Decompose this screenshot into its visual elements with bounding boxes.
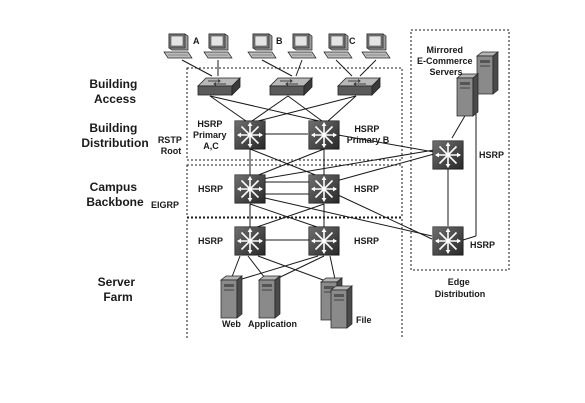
layer-label-campus-backbone: Campus Backbone [86, 180, 144, 209]
server-farm-boundary [186, 217, 403, 338]
network-links [181, 59, 477, 285]
edge-switch-icon [432, 226, 464, 256]
client-label-c: C [349, 36, 356, 46]
server-farm-switch-icon [234, 226, 266, 256]
backbone-switch-icon [234, 174, 266, 204]
server-farm-switch-icon [308, 226, 340, 256]
application-server-label: Application [248, 319, 297, 329]
client-label-a: A [193, 36, 200, 46]
building-block-boundary [186, 67, 403, 161]
mirrored-server-icon [476, 51, 499, 95]
hsrp-label: HSRP [198, 184, 223, 194]
workstation-icon [163, 33, 193, 59]
layer-label-building-access: Building Access [89, 77, 140, 106]
access-switch-icon [269, 77, 313, 96]
workstation-icon [323, 33, 353, 59]
edge-distribution-label: Edge Distribution [435, 277, 486, 299]
file-server-label: File [356, 315, 372, 325]
eigrp-label: EIGRP [151, 200, 179, 210]
hsrp-label: HSRP [479, 150, 504, 160]
client-label-b: B [276, 36, 283, 46]
hsrp-label: HSRP [354, 184, 379, 194]
hsrp-label: HSRP [198, 236, 223, 246]
hsrp-primary-b-label: HSRP Primary B [347, 124, 390, 145]
file-server-icon [330, 285, 353, 329]
hsrp-label: HSRP [470, 240, 495, 250]
layer-label-building-distribution: Building Distribution [81, 121, 148, 150]
web-server-label: Web [222, 319, 241, 329]
mirrored-server-icon [456, 73, 479, 117]
backbone-switch-icon [308, 174, 340, 204]
access-switch-icon [337, 77, 381, 96]
workstation-icon [203, 33, 233, 59]
mirrored-servers-label: Mirrored E-Commerce Servers [417, 45, 475, 77]
backbone-block-boundary [186, 164, 403, 218]
access-switch-icon [197, 77, 241, 96]
distribution-switch-icon [234, 120, 266, 150]
workstation-icon [361, 33, 391, 59]
workstation-icon [247, 33, 277, 59]
layer-label-server-farm: Server Farm [98, 275, 139, 304]
workstation-icon [287, 33, 317, 59]
web-server-icon [220, 275, 243, 319]
distribution-switch-icon [308, 120, 340, 150]
hsrp-label: HSRP [354, 236, 379, 246]
edge-block-boundary [410, 29, 510, 271]
hsrp-primary-ac-label: HSRP Primary A,C [193, 119, 229, 151]
edge-switch-icon [432, 140, 464, 170]
rstp-root-label: RSTP Root [158, 135, 184, 156]
application-server-icon [258, 275, 281, 319]
